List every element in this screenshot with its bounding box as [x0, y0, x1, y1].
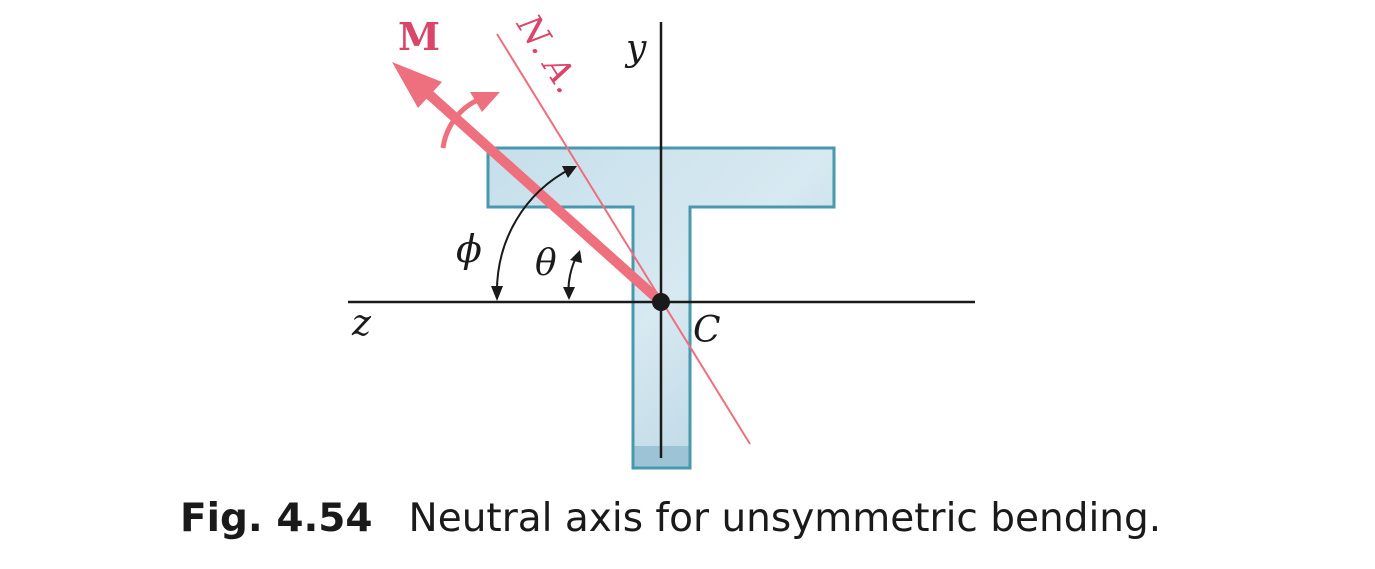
- moment-vector-shaft: [418, 84, 665, 306]
- z-axis-label: z: [351, 303, 372, 344]
- theta-label: θ: [535, 243, 557, 284]
- phi-arrowhead-bottom: [491, 286, 503, 301]
- moment-label: M: [398, 14, 440, 59]
- moment-vector-arrowhead: [392, 62, 442, 108]
- phi-label: ϕ: [456, 227, 482, 271]
- moment-rotation-arrow: [440, 97, 480, 149]
- phi-angle-arc: [495, 167, 573, 299]
- neutral-axis-line: [496, 33, 751, 445]
- phi-arrowhead-top: [562, 166, 577, 178]
- rotation-arrowhead: [470, 92, 500, 112]
- neutral-axis-label: N. A.: [508, 7, 587, 101]
- theta-arrowhead-top: [570, 250, 582, 263]
- caption-text: Neutral axis for unsymmetric bending.: [408, 496, 1162, 541]
- theta-arrowhead-bottom: [563, 287, 575, 300]
- figure-number: Fig. 4.54: [180, 496, 373, 541]
- figure-caption: Fig. 4.54 Neutral axis for unsymmetric be…: [180, 496, 1161, 541]
- centroid-point: [652, 293, 670, 311]
- y-axis-label: y: [624, 28, 647, 69]
- centroid-label: C: [693, 310, 721, 351]
